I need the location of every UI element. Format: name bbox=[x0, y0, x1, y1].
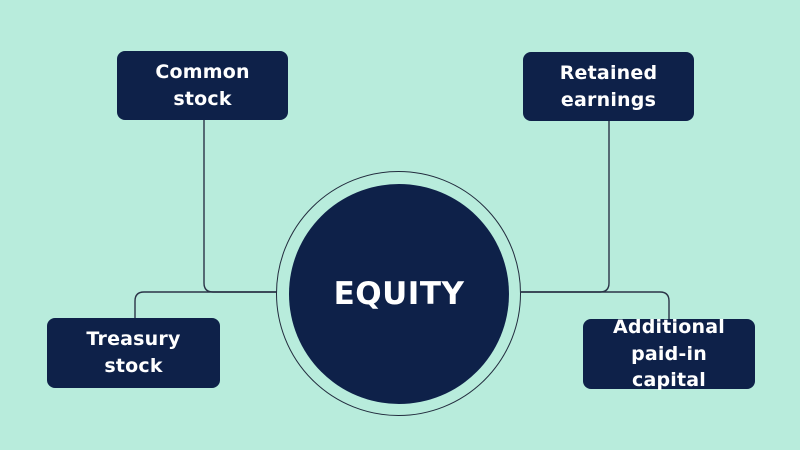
node-additional-paid-in-capital: Additional paid-in capital bbox=[583, 316, 755, 391]
center-outer-ring bbox=[276, 171, 521, 416]
node-additional-paid-in-capital-label: Additional paid-in capital bbox=[613, 316, 725, 392]
node-treasury-stock: Treasury stock bbox=[47, 318, 220, 388]
center-label: EQUITY bbox=[333, 276, 465, 312]
node-common-stock-label: Common stock bbox=[155, 60, 250, 110]
connector-common-stock bbox=[203, 120, 277, 293]
node-retained-earnings: Retained earnings bbox=[523, 52, 694, 121]
connector-treasury-stock bbox=[134, 291, 277, 318]
node-treasury-stock-label: Treasury stock bbox=[86, 328, 181, 377]
node-common-stock: Common stock bbox=[117, 51, 288, 120]
node-retained-earnings-label: Retained earnings bbox=[559, 61, 658, 111]
connector-retained-earnings bbox=[521, 121, 610, 293]
connector-additional-paid-in-capital bbox=[521, 291, 670, 319]
center-circle: EQUITY bbox=[289, 184, 509, 404]
